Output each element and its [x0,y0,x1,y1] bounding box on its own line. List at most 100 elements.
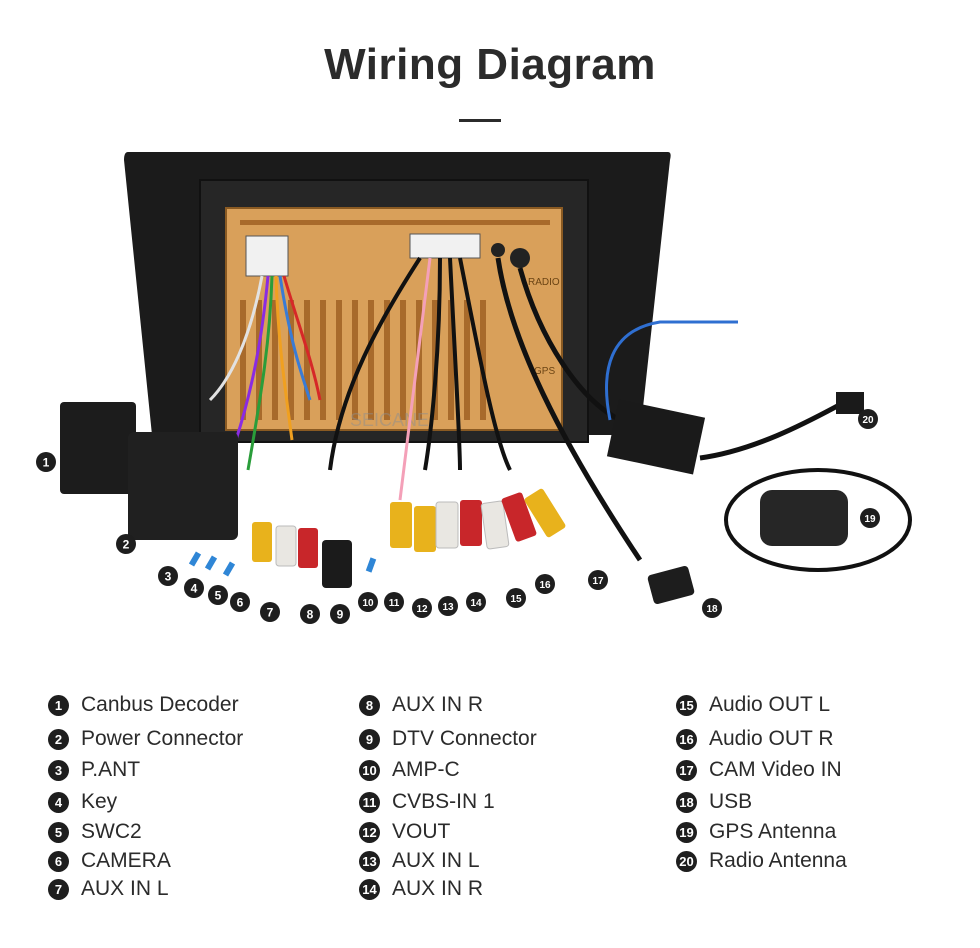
legend-number-badge: 9 [359,728,380,750]
page-title: Wiring Diagram [324,40,656,89]
legend-item: 19 GPS Antenna [676,817,836,847]
callout-20: 20 [858,409,878,429]
legend-number-badge: 7 [48,878,69,900]
legend-number-badge: 1 [48,694,69,716]
canbus-decoder-box [60,402,136,494]
legend-item: 20 Radio Antenna [676,846,847,876]
legend-label: CAM Video IN [709,758,842,781]
callout-4: 4 [184,578,204,598]
legend-number-badge: 12 [359,821,380,843]
legend-label: Power Connector [81,727,244,750]
callout-5: 5 [208,585,228,605]
rca-plug-cvbs-in-1 [390,502,412,548]
legend-item: 5 SWC2 [48,817,142,847]
rca-plug-aux-in-l [252,522,272,562]
gps-socket-label: GPS [534,366,555,377]
svg-text:12: 12 [416,604,428,615]
svg-text:16: 16 [539,580,551,591]
svg-text:3: 3 [165,570,172,584]
svg-text:5: 5 [215,589,222,603]
legend-number-badge: 10 [359,759,380,781]
legend-number-badge: 5 [48,821,69,843]
legend-label: GPS Antenna [709,820,837,843]
svg-text:18: 18 [706,604,718,615]
rca-plug-aux-in-r [298,528,318,568]
legend-number-badge: 2 [48,728,69,750]
callout-2: 2 [116,534,136,554]
legend-label: CVBS-IN 1 [392,790,495,813]
svg-text:20: 20 [862,415,874,426]
svg-text:9: 9 [337,608,344,622]
legend-item: 12 VOUT [359,817,450,847]
legend-number-badge: 20 [676,850,697,872]
svg-text:15: 15 [510,594,522,605]
svg-text:14: 14 [470,598,482,609]
legend-label: AUX IN L [81,877,169,900]
svg-text:8: 8 [307,608,314,622]
legend-label: CAMERA [81,849,171,872]
legend-number-badge: 3 [48,759,69,781]
svg-text:6: 6 [237,596,244,610]
legend-label: Radio Antenna [709,849,847,872]
rca-plug-group-right [390,488,566,552]
legend-number-badge: 14 [359,878,380,900]
svg-text:7: 7 [267,606,274,620]
legend-label: P.ANT [81,758,141,781]
usb-connector [647,565,695,605]
legend-item: 1 Canbus Decoder [48,690,239,720]
svg-text:11: 11 [389,598,400,609]
legend-label: AUX IN L [392,849,480,872]
svg-text:4: 4 [191,582,198,596]
callout-14: 14 [466,592,486,612]
legend-item: 13 AUX IN L [359,846,480,876]
wiring-diagram-illustration: RADIO GPS SEICANE [36,152,912,624]
radio-antenna-adapter [606,399,706,475]
aux-harness-socket [409,233,481,259]
legend-number-badge: 15 [676,694,697,716]
legend-label: VOUT [392,820,451,843]
callout-18: 18 [702,598,722,618]
rca-plug-vout [414,506,436,552]
callout-6: 6 [230,592,250,612]
legend-label: Canbus Decoder [81,693,239,716]
gps-antenna-puck [760,490,848,546]
title-underline [459,119,501,122]
callout-13: 13 [438,596,458,616]
legend-label: AUX IN R [392,877,484,900]
gps-antenna-socket [491,243,505,257]
rca-plug-cam-video-in [524,488,566,538]
rca-plug-aux-in-l-2 [435,501,459,549]
rca-plug-aux-in-l-alt [275,525,297,567]
svg-text:2: 2 [123,538,130,552]
legend-label: SWC2 [81,820,142,843]
radio-socket-label: RADIO [528,277,560,288]
svg-text:13: 13 [442,602,454,613]
legend-number-badge: 19 [676,821,697,843]
legend-item: 3 P.ANT [48,755,140,785]
svg-text:1: 1 [43,456,50,470]
svg-text:10: 10 [362,598,374,609]
legend-item: 14 AUX IN R [359,874,483,904]
callout-19: 19 [860,508,880,528]
legend-number-badge: 18 [676,791,697,813]
legend-number-badge: 4 [48,791,69,813]
svg-text:19: 19 [864,514,876,525]
rca-plug-audio-out-l [480,500,510,550]
callout-1: 1 [36,452,56,472]
callout-7: 7 [260,602,280,622]
radio-antenna-plug [836,392,864,414]
legend-number-badge: 13 [359,850,380,872]
legend-item: 2 Power Connector [48,724,243,754]
watermark: SEICANE [350,410,429,430]
legend-label: Audio OUT R [709,727,834,750]
gps-antenna-cable-loop [724,468,912,572]
dtv-connector-plug [322,540,352,588]
